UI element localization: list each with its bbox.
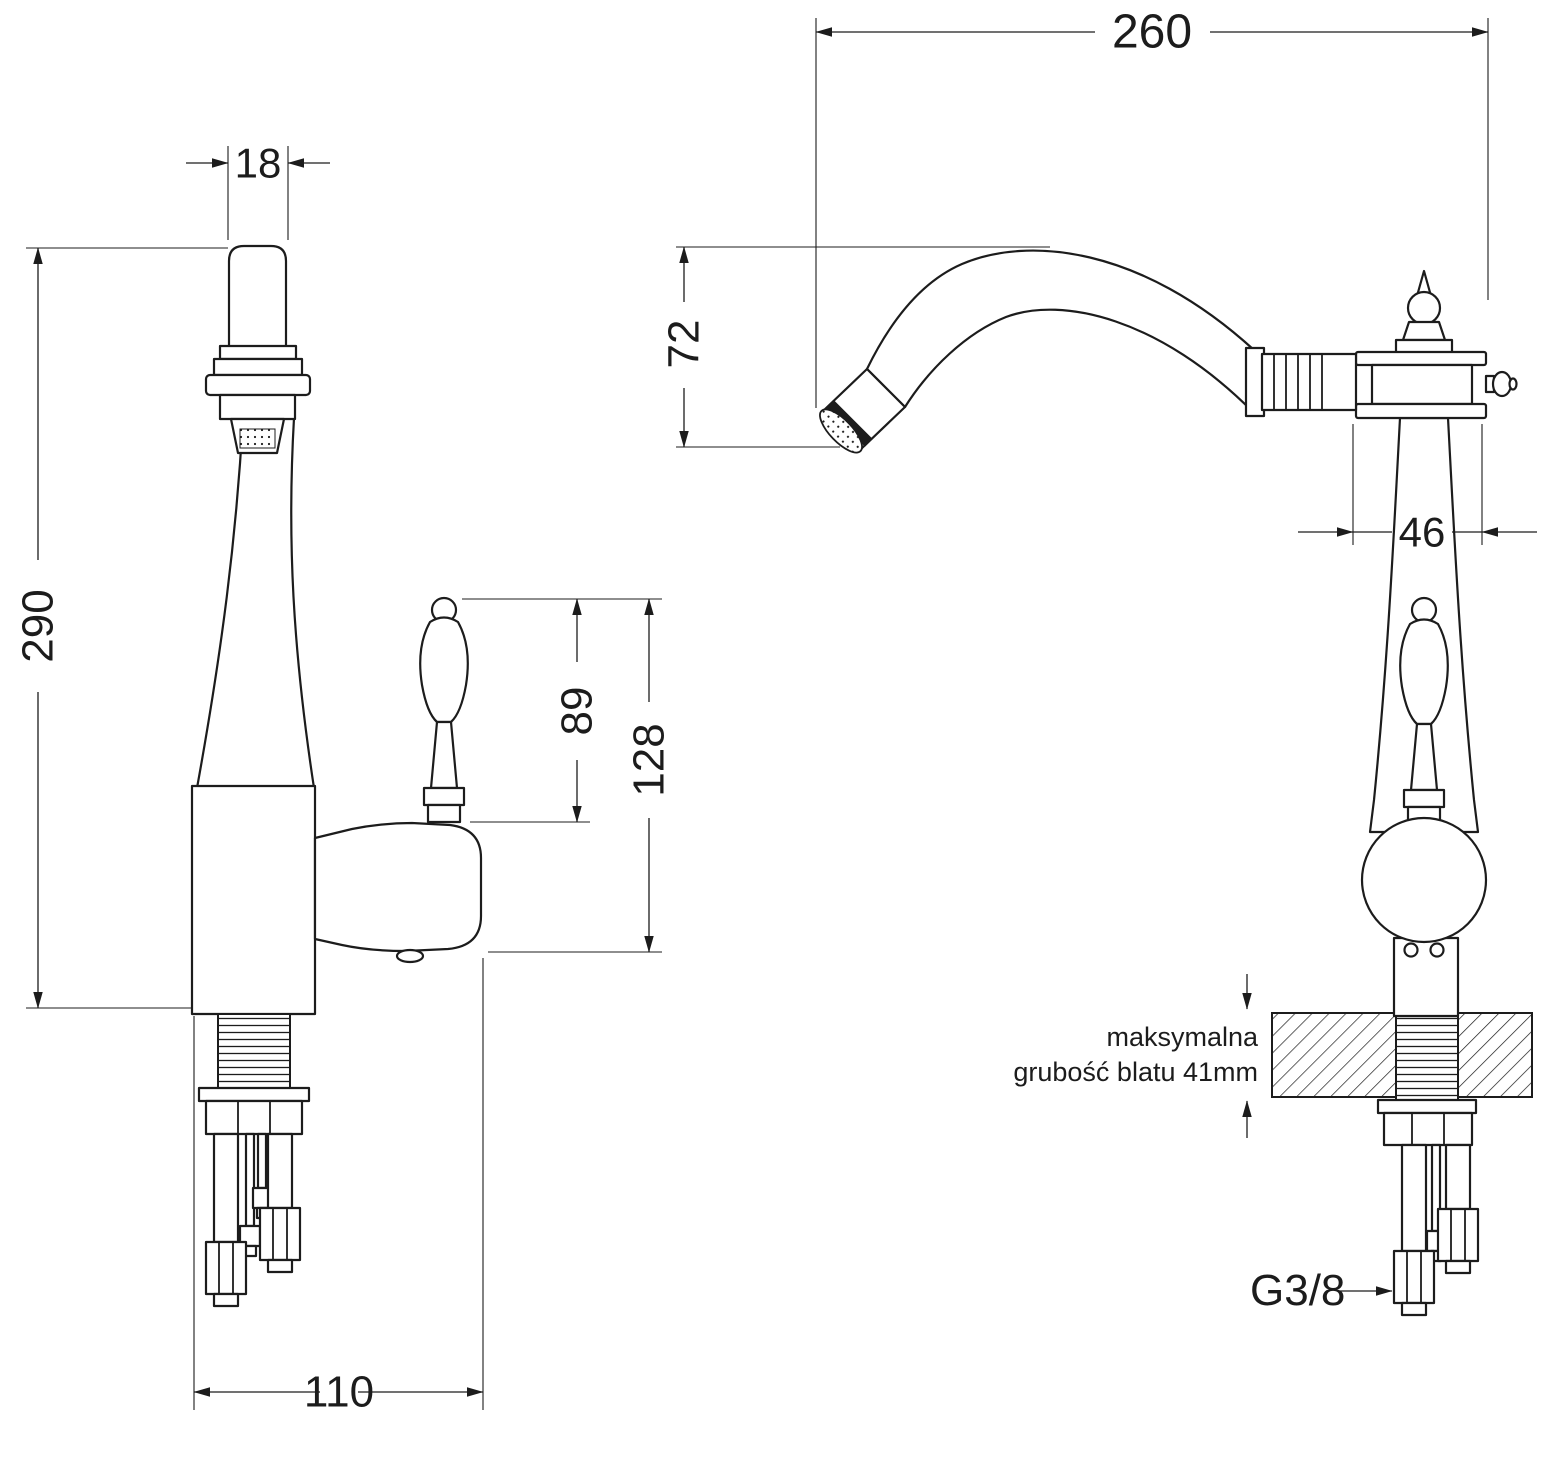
mounting-stud xyxy=(244,1132,256,1228)
mounting-nut xyxy=(204,1099,304,1136)
spout-collar-flange xyxy=(204,373,312,397)
handle-bulb xyxy=(419,616,469,724)
dim-base-depth: 110 xyxy=(193,958,484,1417)
faucet-neck xyxy=(195,416,316,790)
dim-label-260: 260 xyxy=(1112,6,1192,59)
dim-label-46: 46 xyxy=(1399,509,1446,556)
left-view: 18 290 89 128 xyxy=(14,140,674,1417)
spout-tube xyxy=(227,244,288,349)
supply-hose xyxy=(212,1132,240,1244)
countertop-left xyxy=(1271,1012,1397,1098)
counter-note-line-2: grubość blatu 41mm xyxy=(1013,1057,1258,1087)
hose-end-cap xyxy=(1444,1259,1472,1275)
dim-label-89: 89 xyxy=(553,687,602,736)
countertop-thickness-annotation: maksymalna grubość blatu 41mm xyxy=(1013,974,1259,1138)
dim-handle-overall-height: 128 xyxy=(488,598,674,953)
faucet-side-profile xyxy=(190,244,483,1308)
dim-spout-reach: 260 xyxy=(815,6,1489,408)
mounting-stud xyxy=(256,1132,268,1190)
ball-joint xyxy=(1360,816,1488,944)
hose-connector-nut xyxy=(1436,1207,1480,1263)
dim-overall-height: 290 xyxy=(14,247,228,1009)
handle-stem xyxy=(429,720,459,790)
finial-ball xyxy=(1406,290,1442,326)
pivot-housing xyxy=(1370,363,1474,406)
hose-connector-nut xyxy=(1392,1249,1436,1305)
dim-spout-tube-width: 18 xyxy=(186,140,330,240)
handle-housing-nub xyxy=(395,948,425,964)
dim-spout-drop: 72 xyxy=(660,246,1050,448)
spout-collar-band-1 xyxy=(218,344,298,361)
handle-collar-1 xyxy=(422,786,466,807)
spout-connector xyxy=(1260,352,1358,412)
knob-ball xyxy=(1491,370,1513,398)
mounting-nut xyxy=(1382,1111,1474,1147)
spout-swan-neck xyxy=(865,249,1256,415)
supply-hose xyxy=(1444,1143,1472,1211)
dim-label-128: 128 xyxy=(625,723,674,796)
thread-annotation: G3/8 xyxy=(1250,1266,1393,1315)
dim-label-72: 72 xyxy=(660,320,709,369)
dim-label-290: 290 xyxy=(14,589,63,662)
handle-collar-1 xyxy=(1402,788,1446,809)
dim-label-18: 18 xyxy=(235,140,282,187)
ball-detail xyxy=(1403,942,1419,958)
mounting-washer xyxy=(197,1086,311,1103)
dim-label-110: 110 xyxy=(304,1368,374,1417)
spout-collar-band-3 xyxy=(218,393,297,421)
ball-detail xyxy=(1429,942,1445,958)
handle-bulb xyxy=(1399,618,1449,726)
mounting-washer xyxy=(1376,1098,1478,1115)
counter-note-line-1: maksymalna xyxy=(1106,1022,1259,1052)
knob-tip xyxy=(1508,377,1518,391)
threaded-shank xyxy=(1395,1007,1459,1106)
right-view: 260 72 46 maksymalna grubość blatu 41mm xyxy=(660,6,1537,1317)
countertop-right xyxy=(1457,1012,1533,1098)
spout-collar-band-2 xyxy=(212,357,304,377)
hose-end-cap xyxy=(212,1292,240,1308)
hose-end-cap xyxy=(266,1258,294,1274)
handle-collar-2 xyxy=(426,803,462,824)
threaded-shank xyxy=(217,1013,291,1093)
pivot-flange-bottom xyxy=(1354,402,1488,420)
dim-body-width: 46 xyxy=(1298,424,1537,556)
supply-hose xyxy=(1400,1143,1428,1253)
hose-end-cap xyxy=(1400,1301,1428,1317)
aerator-mesh xyxy=(239,428,276,449)
dim-handle-height: 89 xyxy=(462,598,662,823)
hose-connector-nut xyxy=(204,1240,248,1296)
faucet-body xyxy=(190,784,317,1016)
thread-size-label: G3/8 xyxy=(1250,1266,1345,1315)
hose-connector-nut xyxy=(258,1206,302,1262)
handle-housing xyxy=(313,821,483,953)
aerator-face xyxy=(819,408,863,454)
supply-hose xyxy=(266,1132,294,1210)
pivot-flange-top xyxy=(1354,350,1488,367)
faucet-front-view xyxy=(819,249,1533,1317)
finial-collar xyxy=(1401,320,1447,342)
